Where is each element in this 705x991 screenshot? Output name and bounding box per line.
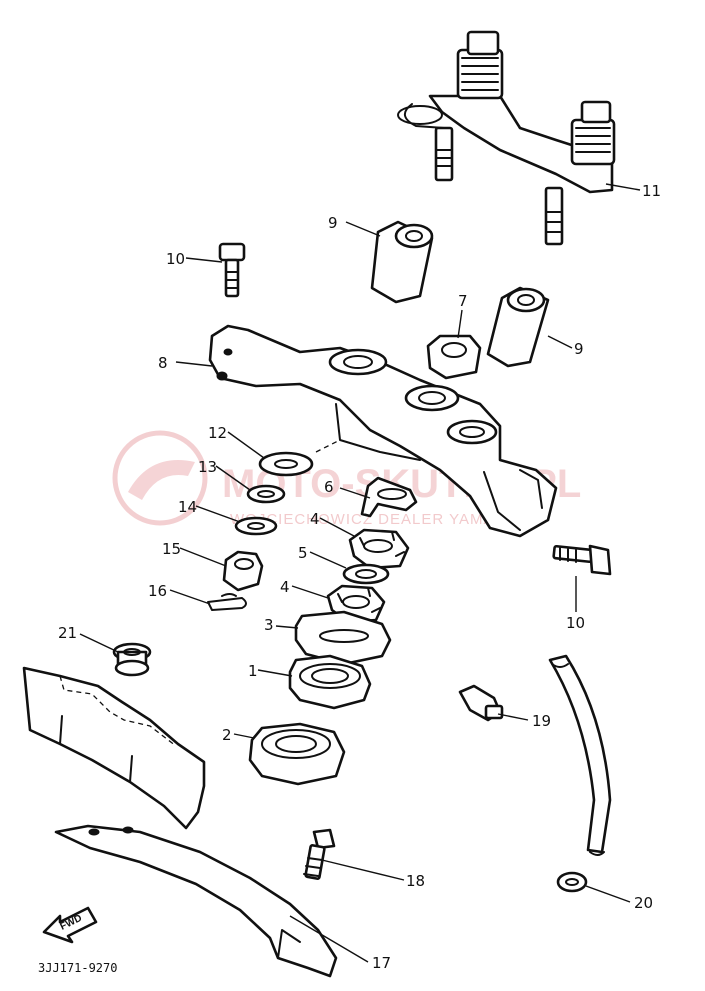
part-20-clamp (556, 871, 588, 893)
part-10-bolt-upper (218, 242, 246, 298)
leader-lines (79, 183, 641, 963)
part-1-bearing (288, 654, 372, 710)
watermark-logo-icon (112, 430, 208, 526)
label-1: 1 (248, 662, 258, 680)
part-18-bolt (303, 828, 336, 880)
part-4-ring-nut-upper (348, 528, 410, 570)
label-17: 17 (372, 954, 391, 972)
label-21: 21 (58, 624, 77, 642)
label-9-upper: 9 (328, 214, 338, 232)
label-4-lower: 4 (280, 578, 290, 596)
label-16: 16 (148, 582, 167, 600)
part-11-upper-bracket (397, 30, 616, 246)
part-5-washer (342, 563, 390, 585)
part-15-nut (222, 550, 264, 592)
fwd-arrow-icon: FWD (42, 906, 98, 944)
part-13-washer (246, 484, 286, 504)
part-6-lock-washer (360, 476, 418, 518)
label-7: 7 (458, 292, 468, 310)
part-2-bearing (248, 722, 346, 786)
label-6: 6 (324, 478, 334, 496)
part-9-damper-upper (370, 220, 434, 304)
diagram-code: 3JJ171-9270 (38, 961, 117, 975)
label-10-upper: 10 (166, 250, 185, 268)
label-3: 3 (264, 616, 274, 634)
part-7-nut (426, 334, 482, 380)
label-15: 15 (162, 540, 181, 558)
part-10-bolt-right (552, 544, 612, 576)
label-18: 18 (406, 872, 425, 890)
label-14: 14 (178, 498, 197, 516)
label-10-right: 10 (566, 614, 585, 632)
part-labels: 11 9 10 7 9 8 12 13 14 15 16 6 4 5 4 3 1… (58, 182, 661, 972)
label-19: 19 (532, 712, 551, 730)
label-13: 13 (198, 458, 217, 476)
part-16-clip (207, 593, 247, 611)
label-4-upper: 4 (310, 510, 320, 528)
part-9-damper-lower (486, 286, 550, 368)
part-17-under-cover (54, 824, 338, 978)
label-12: 12 (208, 424, 227, 442)
part-12-washer (258, 451, 314, 477)
part-8-lower-bracket (208, 324, 558, 538)
part-3-bearing-cover (294, 610, 392, 666)
side-cover-panel (22, 666, 206, 830)
watermark-subtitle: WOJCIECHOWICZ DEALER YAMAHA (230, 511, 517, 528)
part-21-grommet (112, 642, 152, 677)
label-11: 11 (642, 182, 661, 200)
label-2: 2 (222, 726, 232, 744)
hose (548, 654, 612, 856)
label-9-lower: 9 (574, 340, 584, 358)
part-19-connector (458, 684, 504, 722)
label-5: 5 (298, 544, 308, 562)
part-14-washer (234, 516, 278, 536)
label-20: 20 (634, 894, 653, 912)
label-8: 8 (158, 354, 168, 372)
